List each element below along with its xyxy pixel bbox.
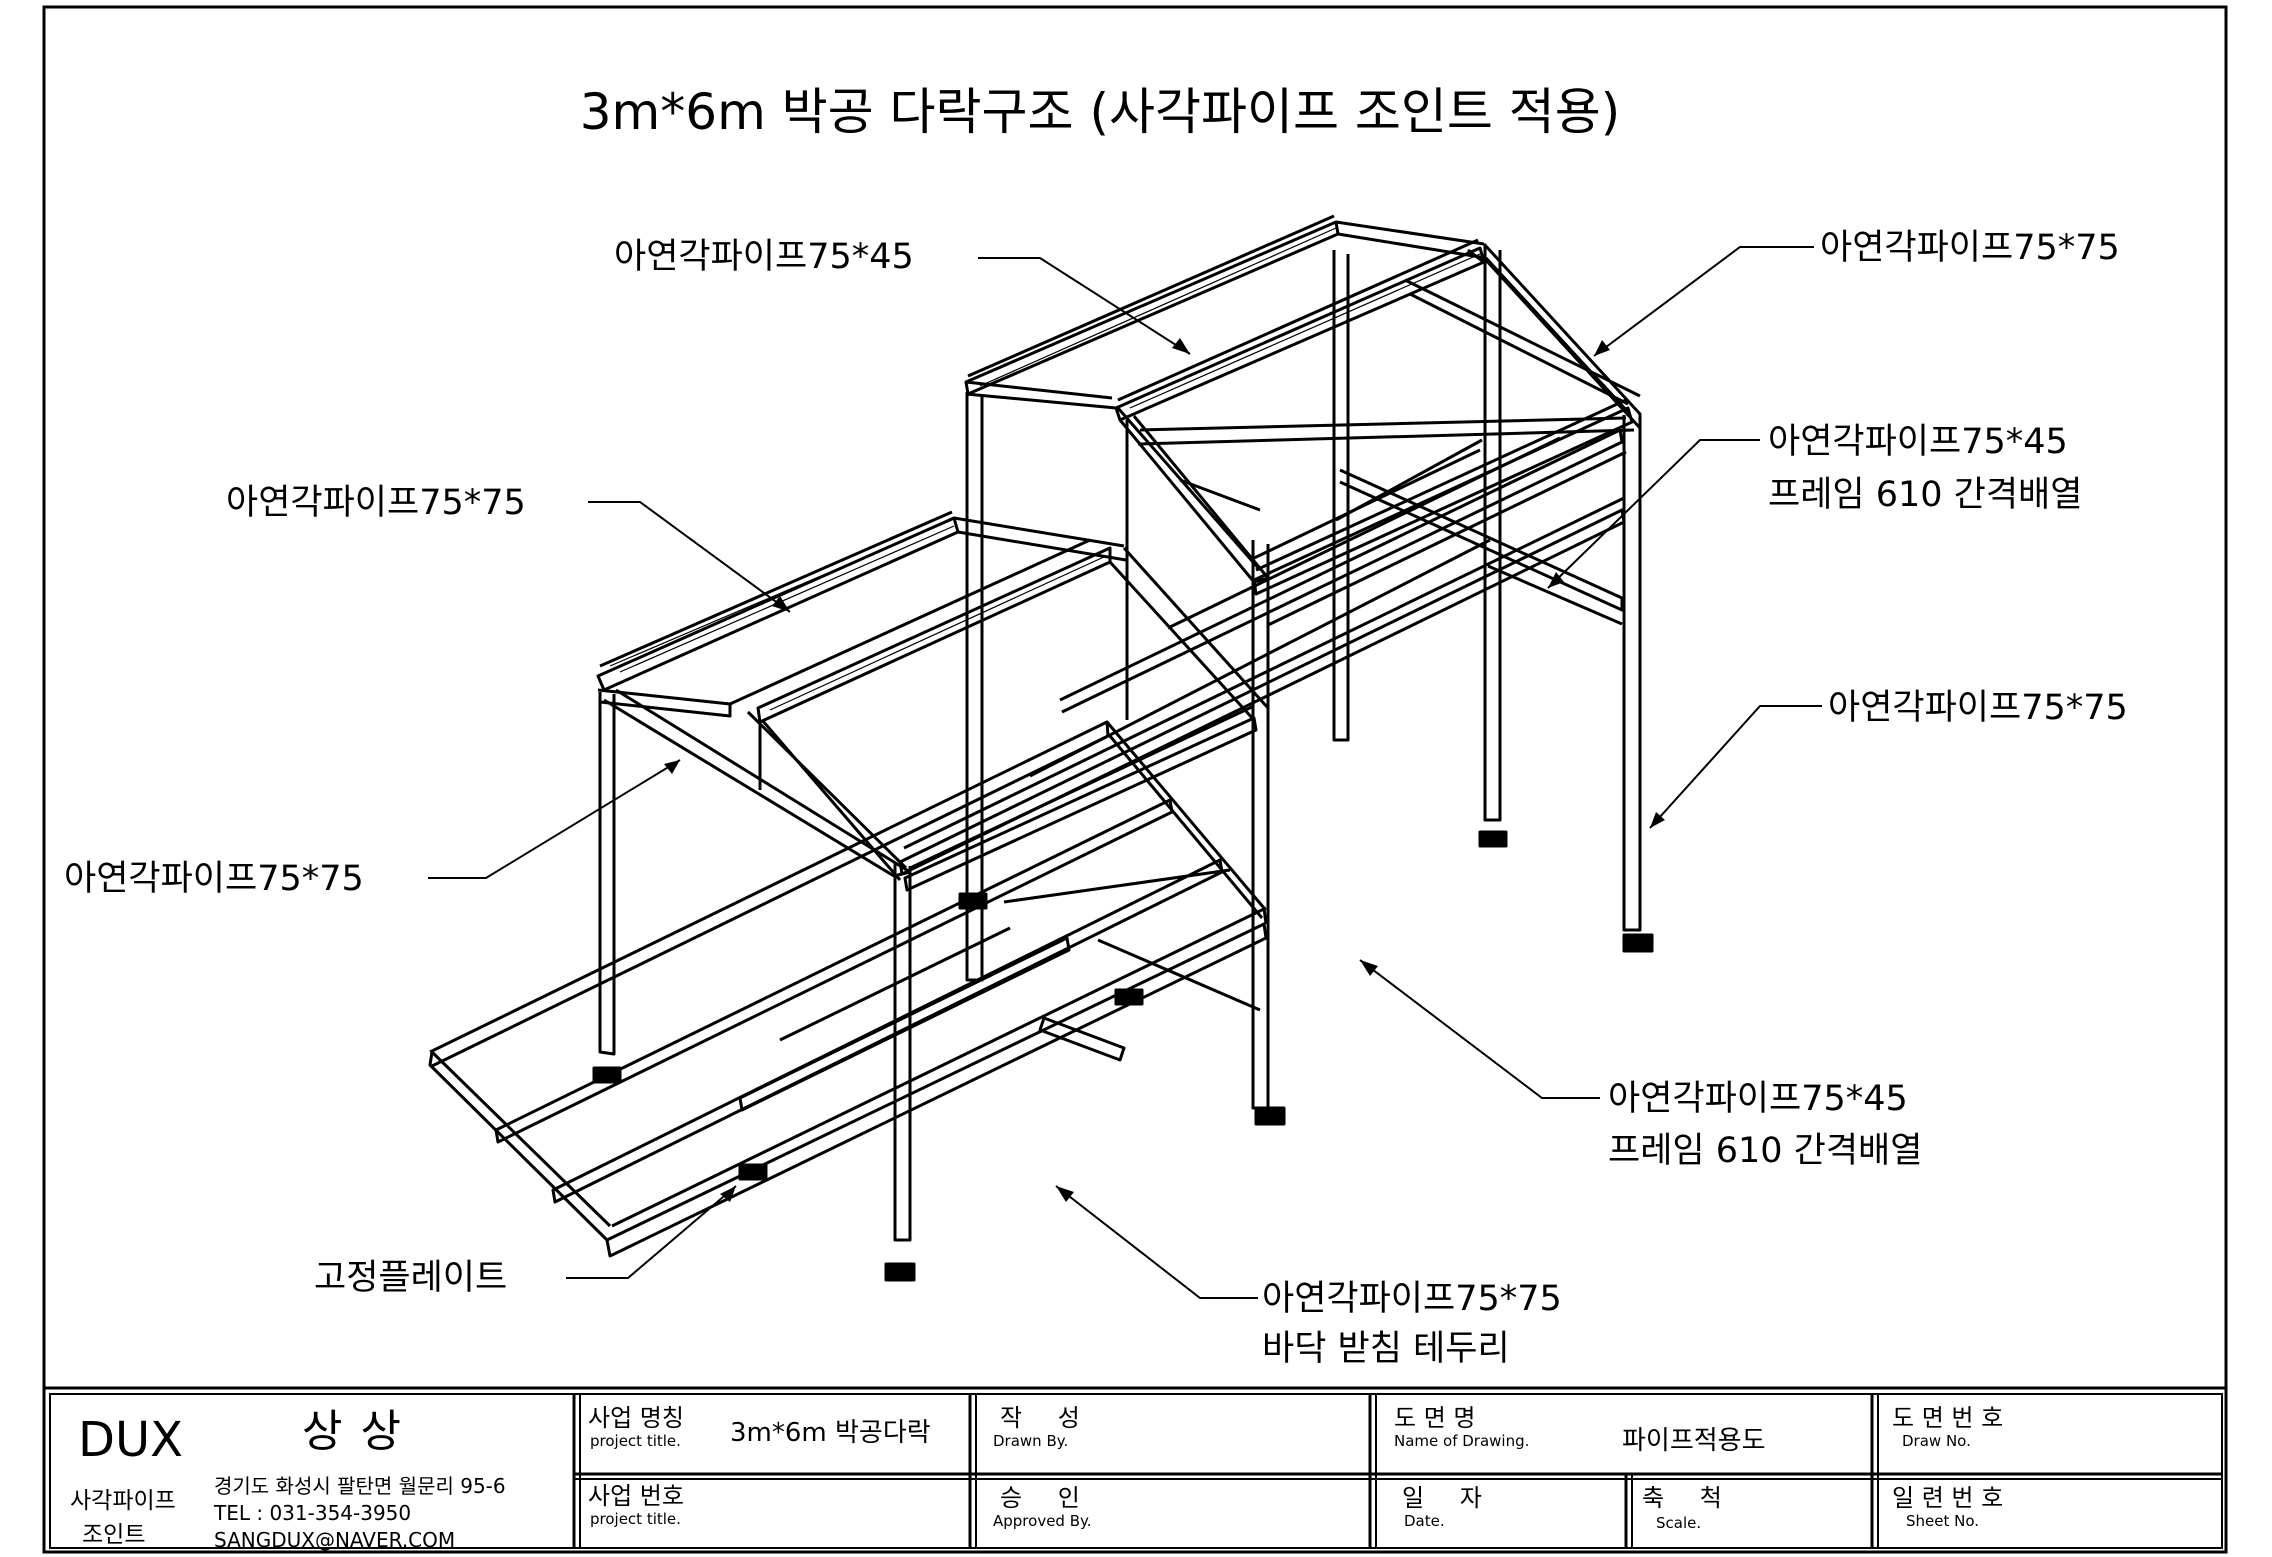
approved-by-label: 승 인 bbox=[1000, 1484, 1094, 1512]
drawing-title: 3m*6m 박공 다락구조 (사각파이프 조인트 적용) bbox=[579, 83, 1621, 141]
arrow-right-post bbox=[1650, 812, 1665, 828]
leader-base bbox=[1055, 1185, 1258, 1299]
date-label-en: Date. bbox=[1404, 1512, 1445, 1530]
sheet-no-label: 일 련 번 호 bbox=[1892, 1484, 2004, 1512]
callout-right-frame-line2: 프레임 610 간격배열 bbox=[1768, 475, 2083, 515]
arrow-left-upper bbox=[772, 596, 790, 612]
base-frame bbox=[428, 720, 1268, 1258]
arrow-right-frame bbox=[1548, 572, 1564, 588]
callout-right-frame-line1: 아연각파이프75*45 bbox=[1768, 422, 2068, 462]
leader-plate bbox=[566, 1185, 737, 1279]
arrow-plate bbox=[720, 1186, 736, 1202]
frame-structure bbox=[428, 214, 1654, 1282]
draw-no-label: 도 면 번 호 bbox=[1892, 1404, 2004, 1432]
leader-lines bbox=[428, 246, 1822, 1299]
title-block-grid bbox=[44, 1386, 2226, 1549]
leader-bottom-frame bbox=[1359, 959, 1600, 1099]
callout-right-post: 아연각파이프75*75 bbox=[1828, 688, 2128, 728]
company-product-line1: 사각파이프 bbox=[70, 1488, 176, 1514]
company-product-line2: 조인트 bbox=[82, 1522, 146, 1548]
leader-arrows bbox=[664, 338, 1665, 1202]
callout-bottom-frame-line1: 아연각파이프75*45 bbox=[1608, 1079, 1908, 1119]
leader-left-upper bbox=[588, 501, 791, 613]
drawing-name-label-en: Name of Drawing. bbox=[1394, 1432, 1530, 1450]
approved-by-label-en: Approved By. bbox=[993, 1512, 1092, 1530]
project-title-label-en: project title. bbox=[590, 1432, 681, 1450]
arrow-top-right bbox=[1594, 340, 1610, 356]
posts bbox=[598, 245, 1642, 1242]
company-email: SANGDUX@NAVER.COM bbox=[214, 1528, 456, 1552]
arrow-bottom-frame bbox=[1360, 960, 1378, 976]
callout-top-right: 아연각파이프75*75 bbox=[1820, 228, 2120, 268]
callout-top-center: 아연각파이프75*45 bbox=[614, 237, 914, 277]
leader-right-post bbox=[1649, 705, 1822, 829]
company-name: 상상 bbox=[302, 1406, 419, 1457]
drawing-name-value: 파이프적용도 bbox=[1622, 1426, 1766, 1456]
scale-label: 축 척 bbox=[1642, 1484, 1736, 1512]
project-title-label: 사업 명칭 bbox=[588, 1404, 684, 1432]
upper-roof bbox=[964, 214, 1642, 596]
company-address: 경기도 화성시 팔탄면 월문리 95-6 bbox=[214, 1474, 506, 1498]
callout-left-lower: 아연각파이프75*75 bbox=[64, 859, 364, 899]
leader-top-right bbox=[1593, 246, 1814, 357]
scale-label-en: Scale. bbox=[1656, 1514, 1702, 1532]
draw-no-label-en: Draw No. bbox=[1902, 1432, 1971, 1450]
arrow-left-lower bbox=[664, 760, 680, 774]
drawing-name-label: 도 면 명 bbox=[1394, 1404, 1476, 1432]
leader-top-center bbox=[978, 257, 1191, 355]
callout-bottom-frame-line2: 프레임 610 간격배열 bbox=[1608, 1131, 1923, 1171]
leader-right-frame bbox=[1547, 439, 1760, 589]
leader-left-lower bbox=[428, 759, 681, 879]
drawn-by-label: 작 성 bbox=[1000, 1404, 1094, 1432]
sheet-border bbox=[42, 5, 2228, 1554]
loft-floor-frame bbox=[898, 428, 1627, 876]
arrow-top-center bbox=[1172, 338, 1190, 354]
arrow-base bbox=[1056, 1186, 1074, 1202]
callout-fixing-plate: 고정플레이트 bbox=[314, 1258, 508, 1298]
foot-plates bbox=[592, 830, 1654, 1282]
callout-base-line2: 바닥 받침 테두리 bbox=[1262, 1329, 1510, 1369]
callout-base-line1: 아연각파이프75*75 bbox=[1262, 1279, 1562, 1319]
callout-left-upper: 아연각파이프75*75 bbox=[226, 483, 526, 523]
sheet-no-label-en: Sheet No. bbox=[1906, 1512, 1980, 1530]
company-logo: DUX bbox=[78, 1412, 183, 1468]
drawn-by-label-en: Drawn By. bbox=[993, 1432, 1069, 1450]
date-label: 일 자 bbox=[1402, 1484, 1496, 1512]
project-no-label-en: project title. bbox=[590, 1510, 681, 1528]
project-title-value: 3m*6m 박공다락 bbox=[730, 1418, 931, 1448]
project-no-label: 사업 번호 bbox=[588, 1482, 684, 1510]
company-tel: TEL : 031-354-3950 bbox=[214, 1501, 412, 1525]
lower-roof bbox=[596, 510, 1270, 892]
